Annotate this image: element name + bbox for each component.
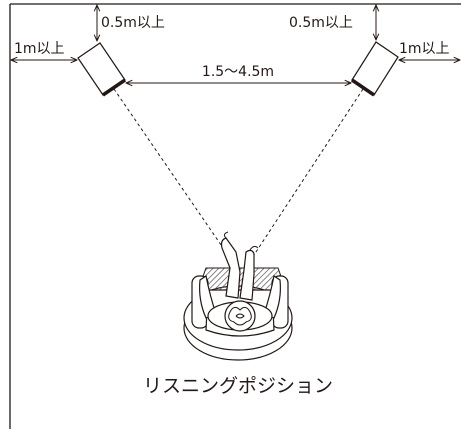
listening-position-label: リスニングポジション xyxy=(143,375,333,397)
speaker-right-icon xyxy=(351,41,399,97)
top-left-clearance-label: 0.5m以上 xyxy=(101,15,165,31)
right-speaker-axis-line xyxy=(251,88,364,259)
left-side-clearance-label: 1m以上 xyxy=(14,41,65,57)
right-side-clearance-label: 1m以上 xyxy=(399,41,450,57)
top-right-clearance-label: 0.5m以上 xyxy=(289,15,353,31)
speaker-left-icon xyxy=(77,42,126,97)
speaker-spacing-label: 1.5〜4.5m xyxy=(202,64,274,80)
listener-in-armchair-icon xyxy=(183,231,293,361)
left-speaker-axis-line xyxy=(113,88,231,259)
